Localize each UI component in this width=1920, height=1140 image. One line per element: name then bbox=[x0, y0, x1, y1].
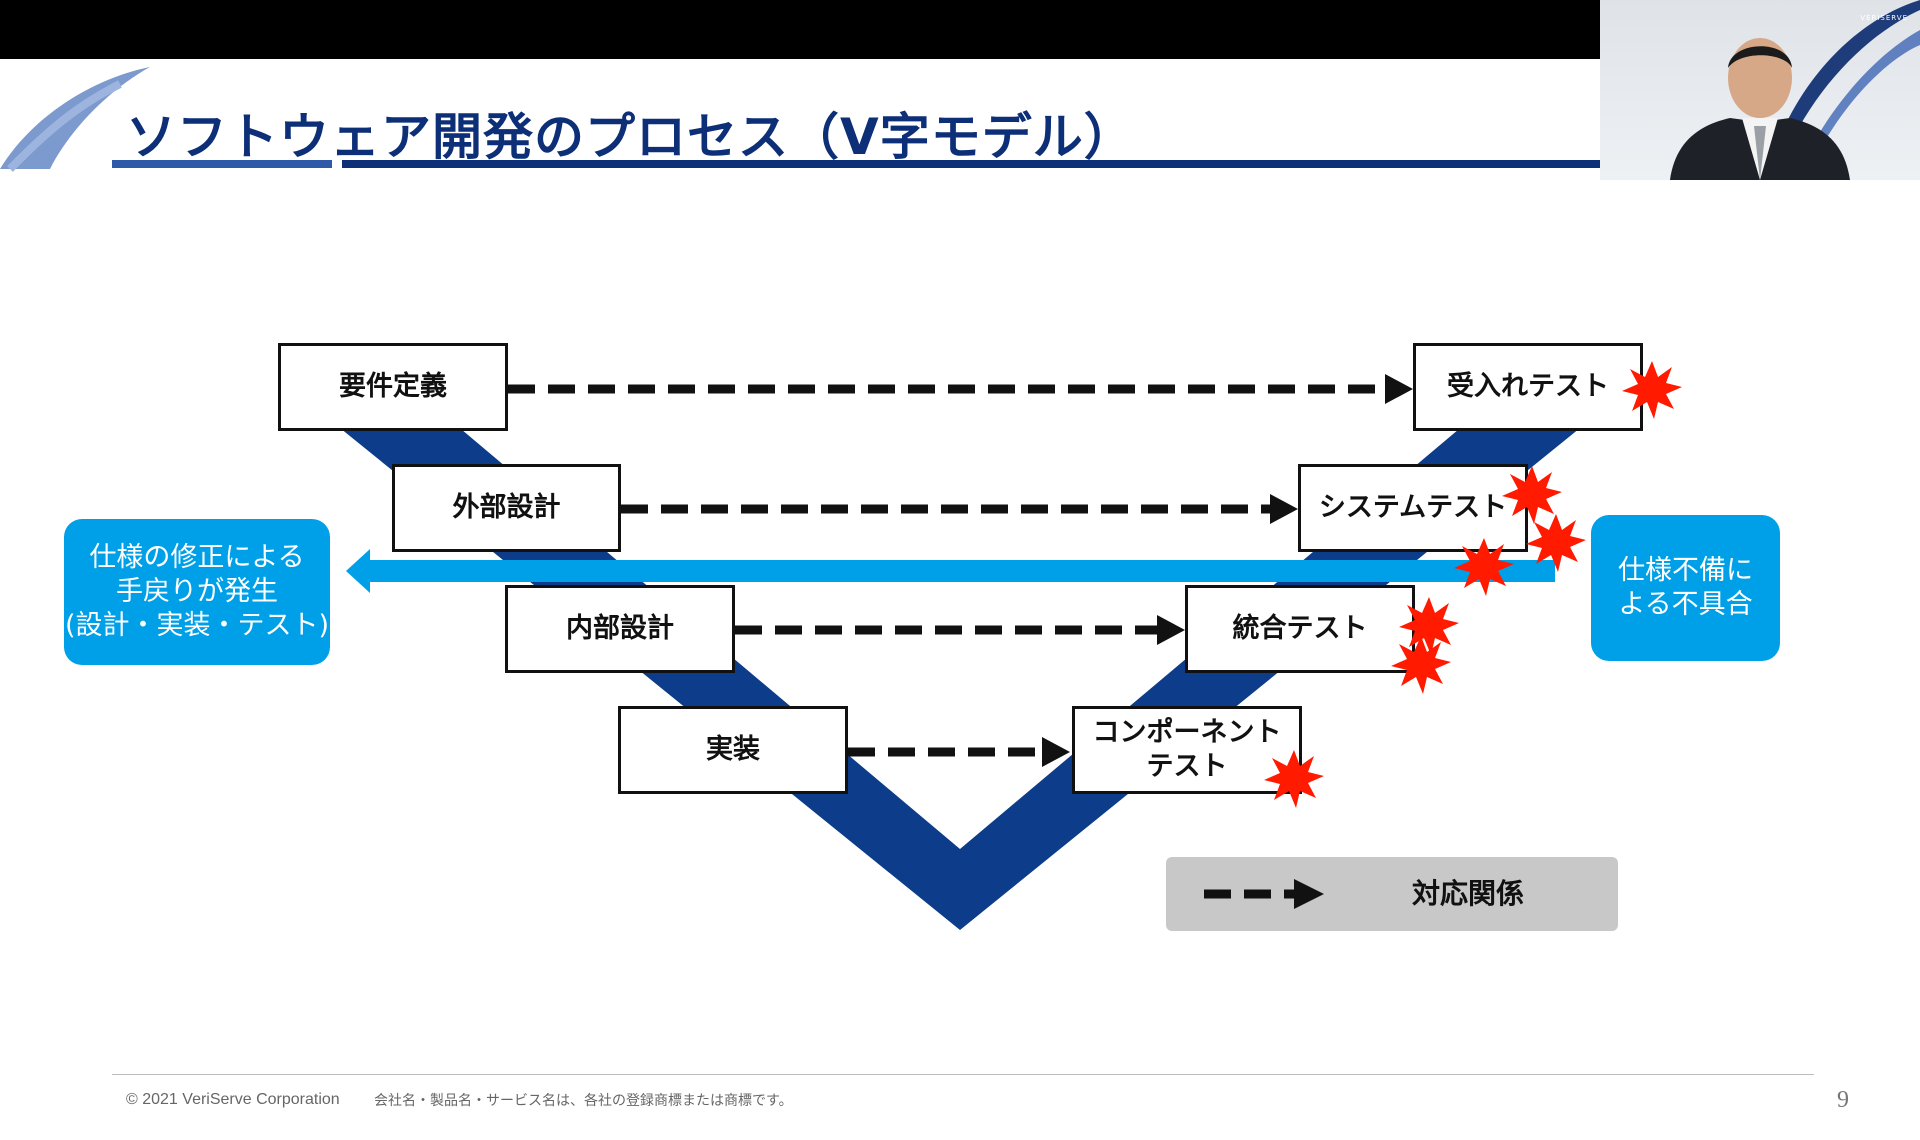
callout-spec-defect: 仕様不備に よる不具合 bbox=[1591, 515, 1780, 661]
title-decoration bbox=[0, 67, 1600, 172]
presenter-avatar bbox=[1670, 38, 1850, 180]
page-number: 9 bbox=[1837, 1087, 1849, 1113]
defect-burst-icon bbox=[1622, 361, 1682, 419]
step-component-test: コンポーネント テスト bbox=[1072, 706, 1302, 794]
legend: 対応関係 bbox=[1166, 857, 1618, 931]
step-implementation: 実装 bbox=[618, 706, 848, 794]
correspondence-arrows bbox=[508, 384, 1385, 757]
window-top-bar bbox=[0, 0, 1600, 59]
defect-burst-icon bbox=[1502, 466, 1562, 524]
step-acceptance-test: 受入れテスト bbox=[1413, 343, 1643, 431]
presenter-video: VERISERVE bbox=[1600, 0, 1920, 180]
legend-arrow bbox=[1204, 879, 1324, 909]
step-system-test: システムテスト bbox=[1298, 464, 1528, 552]
step-external-design: 外部設計 bbox=[392, 464, 621, 552]
step-requirements: 要件定義 bbox=[278, 343, 508, 431]
footer-divider bbox=[112, 1074, 1814, 1075]
defect-burst-icon bbox=[1264, 750, 1324, 808]
slide-title: ソフトウェア開発のプロセス（V字モデル） bbox=[126, 108, 1135, 166]
step-internal-design: 内部設計 bbox=[505, 585, 735, 673]
arrow-heads bbox=[1042, 374, 1413, 767]
defect-bursts bbox=[1264, 361, 1682, 808]
defect-burst-icon bbox=[1391, 636, 1451, 694]
callout-rework: 仕様の修正による 手戻りが発生 (設計・実装・テスト) bbox=[64, 519, 330, 665]
legend-label: 対応関係 bbox=[1412, 877, 1525, 910]
trademark-notice: 会社名・製品名・サービス名は、各社の登録商標または商標です。 bbox=[374, 1093, 793, 1109]
presentation-slide: ソフトウェア開発のプロセス（V字モデル） 要件定義 外部設計 内部設計 実装 受… bbox=[0, 59, 1920, 1140]
video-logo: VERISERVE bbox=[1860, 14, 1908, 22]
defect-burst-icon bbox=[1399, 597, 1459, 655]
defect-burst-icon bbox=[1526, 514, 1586, 572]
copyright-text: © 2021 VeriServe Corporation bbox=[126, 1091, 340, 1108]
defect-burst-icon bbox=[1454, 538, 1514, 596]
rework-arrow bbox=[346, 549, 1555, 593]
